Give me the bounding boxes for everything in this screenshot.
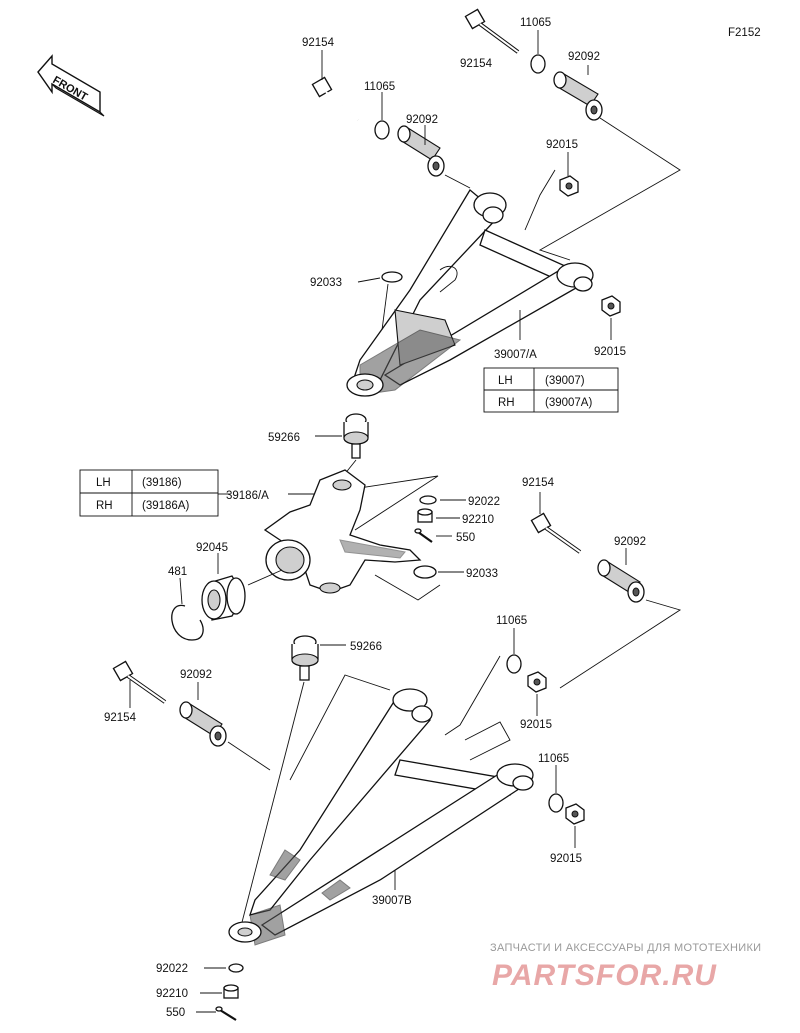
washer-11065-upper-left [374, 120, 390, 140]
upper-table-part-lh: (39007) [545, 375, 585, 387]
figure-code: F2152 [728, 27, 761, 39]
watermark-tagline: ЗАПЧАСТИ И АКСЕССУАРЫ ДЛЯ МОТОТЕХНИКИ [490, 942, 761, 954]
washer-92022-bottom [228, 963, 244, 973]
callout-59266-a: 59266 [268, 432, 300, 444]
castle-nut-92210-knuckle [417, 508, 433, 523]
callout-11065-c: 11065 [496, 615, 527, 627]
knuckle-table-side-lh: LH [96, 477, 111, 489]
washer-92022-knuckle [419, 495, 437, 505]
bearing-92045 [201, 575, 246, 621]
cotter-pin-550-knuckle [414, 528, 433, 543]
callout-92210-b: 92210 [156, 988, 188, 1000]
snap-ring-92033-upper [381, 271, 403, 283]
upper-table-side-rh: RH [498, 397, 515, 409]
callout-92015-b: 92015 [594, 346, 626, 358]
callout-92092-b: 92092 [568, 51, 600, 63]
nut-92015-upper-a [559, 175, 579, 197]
callout-92015-a: 92015 [546, 139, 578, 151]
callout-92015-c: 92015 [520, 719, 552, 731]
washer-11065-upper-right [530, 54, 546, 74]
ball-joint-59266-upper [343, 413, 369, 459]
callout-92033-b: 92033 [466, 568, 498, 580]
callout-92033-a: 92033 [310, 277, 342, 289]
callout-11065-d: 11065 [538, 753, 569, 765]
callout-92092-a: 92092 [406, 114, 438, 126]
knuckle-table-part-rh: (39186A) [142, 500, 189, 512]
bolt-92154-lower-right [530, 512, 582, 554]
ball-joint-59266-lower [291, 635, 319, 681]
watermark-logo: PARTSFOR.RU [492, 959, 717, 992]
circlip-481 [171, 604, 204, 641]
callout-59266-b: 59266 [350, 641, 382, 653]
bushing-92092-lower-left [179, 701, 227, 747]
knuckle-table-side-rh: RH [96, 500, 113, 512]
washer-11065-lower-a [506, 654, 522, 674]
bolt-92154-upper-right [464, 8, 520, 54]
callout-92022-b: 92022 [156, 963, 188, 975]
callout-92045: 92045 [196, 542, 228, 554]
callout-39186A: 39186/A [226, 490, 269, 502]
callout-39007A: 39007/A [494, 349, 537, 361]
callout-92092-c: 92092 [614, 536, 646, 548]
nut-92015-lower-a [527, 671, 547, 693]
snap-ring-92033-lower [413, 565, 437, 579]
callout-92015-d: 92015 [550, 853, 582, 865]
bushing-92092-lower-right [597, 559, 645, 603]
bolt-92154-upper-left [311, 76, 359, 121]
upper-table-side-lh: LH [498, 375, 513, 387]
cotter-pin-550-bottom [215, 1006, 237, 1021]
callout-92154-a: 92154 [302, 37, 335, 49]
callout-11065-b: 11065 [520, 17, 551, 29]
callout-11065-a: 11065 [364, 81, 395, 93]
front-arrow-icon: FRONT [37, 54, 105, 117]
bushing-92092-upper-right [553, 71, 603, 121]
washer-11065-lower-b [548, 793, 564, 813]
steering-knuckle-39186 [263, 469, 422, 594]
nut-92015-lower-b [565, 803, 585, 825]
bolt-92154-lower-left [112, 660, 167, 704]
lower-a-arm-39007B [228, 688, 534, 946]
callout-92022-a: 92022 [468, 496, 500, 508]
callout-92154-c: 92154 [522, 477, 555, 489]
callout-550-a: 550 [456, 532, 475, 544]
callout-39007B: 39007B [372, 895, 412, 907]
callout-481: 481 [168, 566, 187, 578]
knuckle-table-part-lh: (39186) [142, 477, 182, 489]
callout-92210-a: 92210 [462, 514, 494, 526]
callout-92154-d: 92154 [104, 712, 137, 724]
castle-nut-92210-bottom [223, 984, 239, 999]
bushing-92092-upper-left [397, 125, 445, 177]
callout-550-b: 550 [166, 1007, 185, 1019]
knuckle-table: LH (39186) RH (39186A) [79, 469, 219, 517]
callout-92092-d: 92092 [180, 669, 212, 681]
nut-92015-upper-b [601, 295, 621, 317]
callout-92154-b: 92154 [460, 58, 493, 70]
upper-table-part-rh: (39007A) [545, 397, 592, 409]
upper-arm-variant-table: LH (39007) RH (39007A) [483, 367, 619, 413]
upper-a-arm-39007 [346, 189, 594, 397]
